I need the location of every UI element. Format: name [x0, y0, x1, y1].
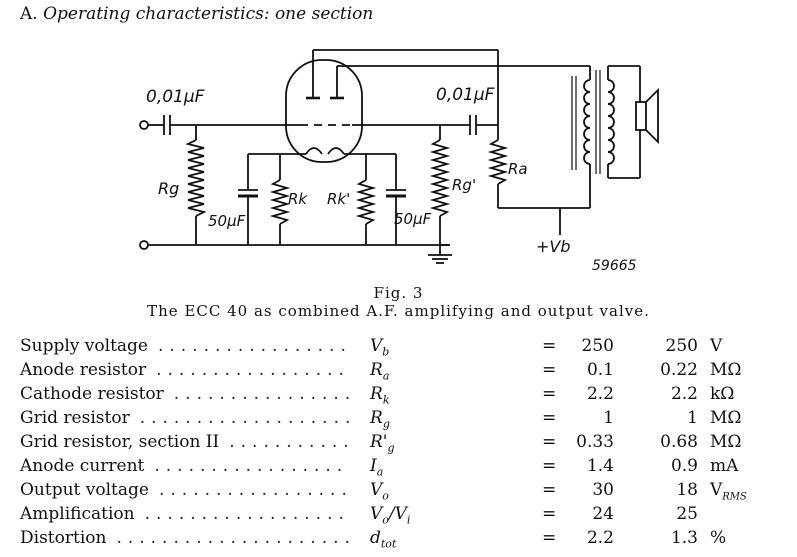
row-value-1: 0.33: [576, 432, 614, 452]
table-row: ........................................…: [20, 432, 780, 454]
row-value-2: 2.2: [670, 384, 698, 404]
row-value-2: 250: [665, 336, 698, 356]
row-equals: =: [542, 336, 557, 356]
row-value-1: 1: [603, 408, 614, 428]
leader-dots: ........................................: [144, 504, 350, 524]
row-symbol: Ra: [370, 360, 390, 383]
row-label: Amplification: [20, 504, 135, 524]
row-unit: VRMS: [710, 480, 747, 503]
cap-out-label: 0,01µF: [436, 85, 495, 105]
cap-in-label: 0,01µF: [146, 87, 205, 107]
section-title: Operating characteristics: one section: [43, 4, 374, 24]
table-row: ........................................…: [20, 528, 780, 550]
row-equals: =: [542, 504, 557, 524]
leader-dots: ........................................: [139, 408, 350, 428]
row-value-2: 18: [676, 480, 698, 500]
table-row: ........................................…: [20, 360, 780, 382]
row-equals: =: [542, 408, 557, 428]
leader-dots: ........................................: [156, 360, 350, 380]
figure-id: 59665: [592, 258, 637, 274]
row-symbol: Vb: [370, 336, 390, 359]
row-equals: =: [542, 432, 557, 452]
circuit-schematic: 0,01µF 0,01µF Rg 50µF Rk Rk' 50µF Rg' Ra…: [139, 49, 659, 274]
row-equals: =: [542, 528, 557, 548]
row-symbol: Vo/Vi: [370, 504, 411, 527]
section-letter: A.: [20, 4, 38, 24]
row-equals: =: [542, 456, 557, 476]
leader-dots: ........................................: [158, 336, 350, 356]
row-value-2: 25: [676, 504, 698, 524]
table-row: ........................................…: [20, 336, 780, 358]
leader-dots: ........................................: [173, 384, 350, 404]
ra-label: Ra: [508, 160, 528, 178]
row-value-1: 0.1: [586, 360, 614, 380]
row-value-2: 0.68: [660, 432, 698, 452]
row-value-1: 2.2: [586, 528, 614, 548]
table-row: ........................................…: [20, 456, 780, 478]
leader-dots: ........................................: [154, 456, 350, 476]
row-equals: =: [542, 384, 557, 404]
row-symbol: Ia: [370, 456, 384, 479]
row-equals: =: [542, 480, 557, 500]
rg-label: Rg: [158, 179, 179, 198]
row-unit: kΩ: [710, 384, 735, 404]
row-label: Cathode resistor: [20, 384, 164, 404]
row-label: Supply voltage: [20, 336, 148, 356]
table-row: ........................................…: [20, 408, 780, 430]
row-equals: =: [542, 360, 557, 380]
row-unit: mA: [710, 456, 739, 476]
table-row: ........................................…: [20, 480, 780, 502]
row-value-2: 1: [687, 408, 698, 428]
row-unit: MΩ: [710, 432, 742, 452]
c-k1-label: 50µF: [208, 212, 246, 230]
rg2-label: Rg': [452, 176, 476, 194]
row-value-2: 0.22: [660, 360, 698, 380]
row-label: Distortion: [20, 528, 107, 548]
row-unit: MΩ: [710, 408, 742, 428]
row-value-1: 24: [592, 504, 614, 524]
rk2-label: Rk': [327, 190, 350, 208]
row-symbol: dtot: [370, 528, 397, 551]
row-value-1: 1.4: [586, 456, 614, 476]
row-label: Grid resistor, section II: [20, 432, 220, 452]
row-value-1: 2.2: [586, 384, 614, 404]
rk-label: Rk: [288, 190, 308, 208]
leader-dots: ........................................: [116, 528, 350, 548]
row-label: Anode resistor: [20, 360, 147, 380]
c-k2-label: 50µF: [394, 210, 432, 228]
row-value-1: 30: [592, 480, 614, 500]
row-unit: MΩ: [710, 360, 742, 380]
table-row: ........................................…: [20, 504, 780, 526]
table-row: ........................................…: [20, 384, 780, 406]
row-label: Grid resistor: [20, 408, 130, 428]
row-value-2: 1.3: [670, 528, 698, 548]
row-value-1: 250: [581, 336, 614, 356]
section-heading: A. Operating characteristics: one sectio…: [20, 4, 373, 24]
row-unit: %: [710, 528, 727, 548]
row-label: Output voltage: [20, 480, 149, 500]
leader-dots: ........................................: [229, 432, 350, 452]
row-label: Anode current: [20, 456, 145, 476]
row-symbol: Vo: [370, 480, 389, 503]
leader-dots: ........................................: [158, 480, 350, 500]
row-symbol: Rk: [370, 384, 390, 407]
row-symbol: R'g: [370, 432, 395, 455]
figure-caption: The ECC 40 as combined A.F. amplifying a…: [147, 302, 650, 320]
row-unit: V: [710, 336, 723, 356]
row-value-2: 0.9: [670, 456, 698, 476]
row-symbol: Rg: [370, 408, 390, 431]
figure-number: Fig. 3: [373, 284, 424, 302]
supply-label: +Vb: [536, 237, 571, 256]
